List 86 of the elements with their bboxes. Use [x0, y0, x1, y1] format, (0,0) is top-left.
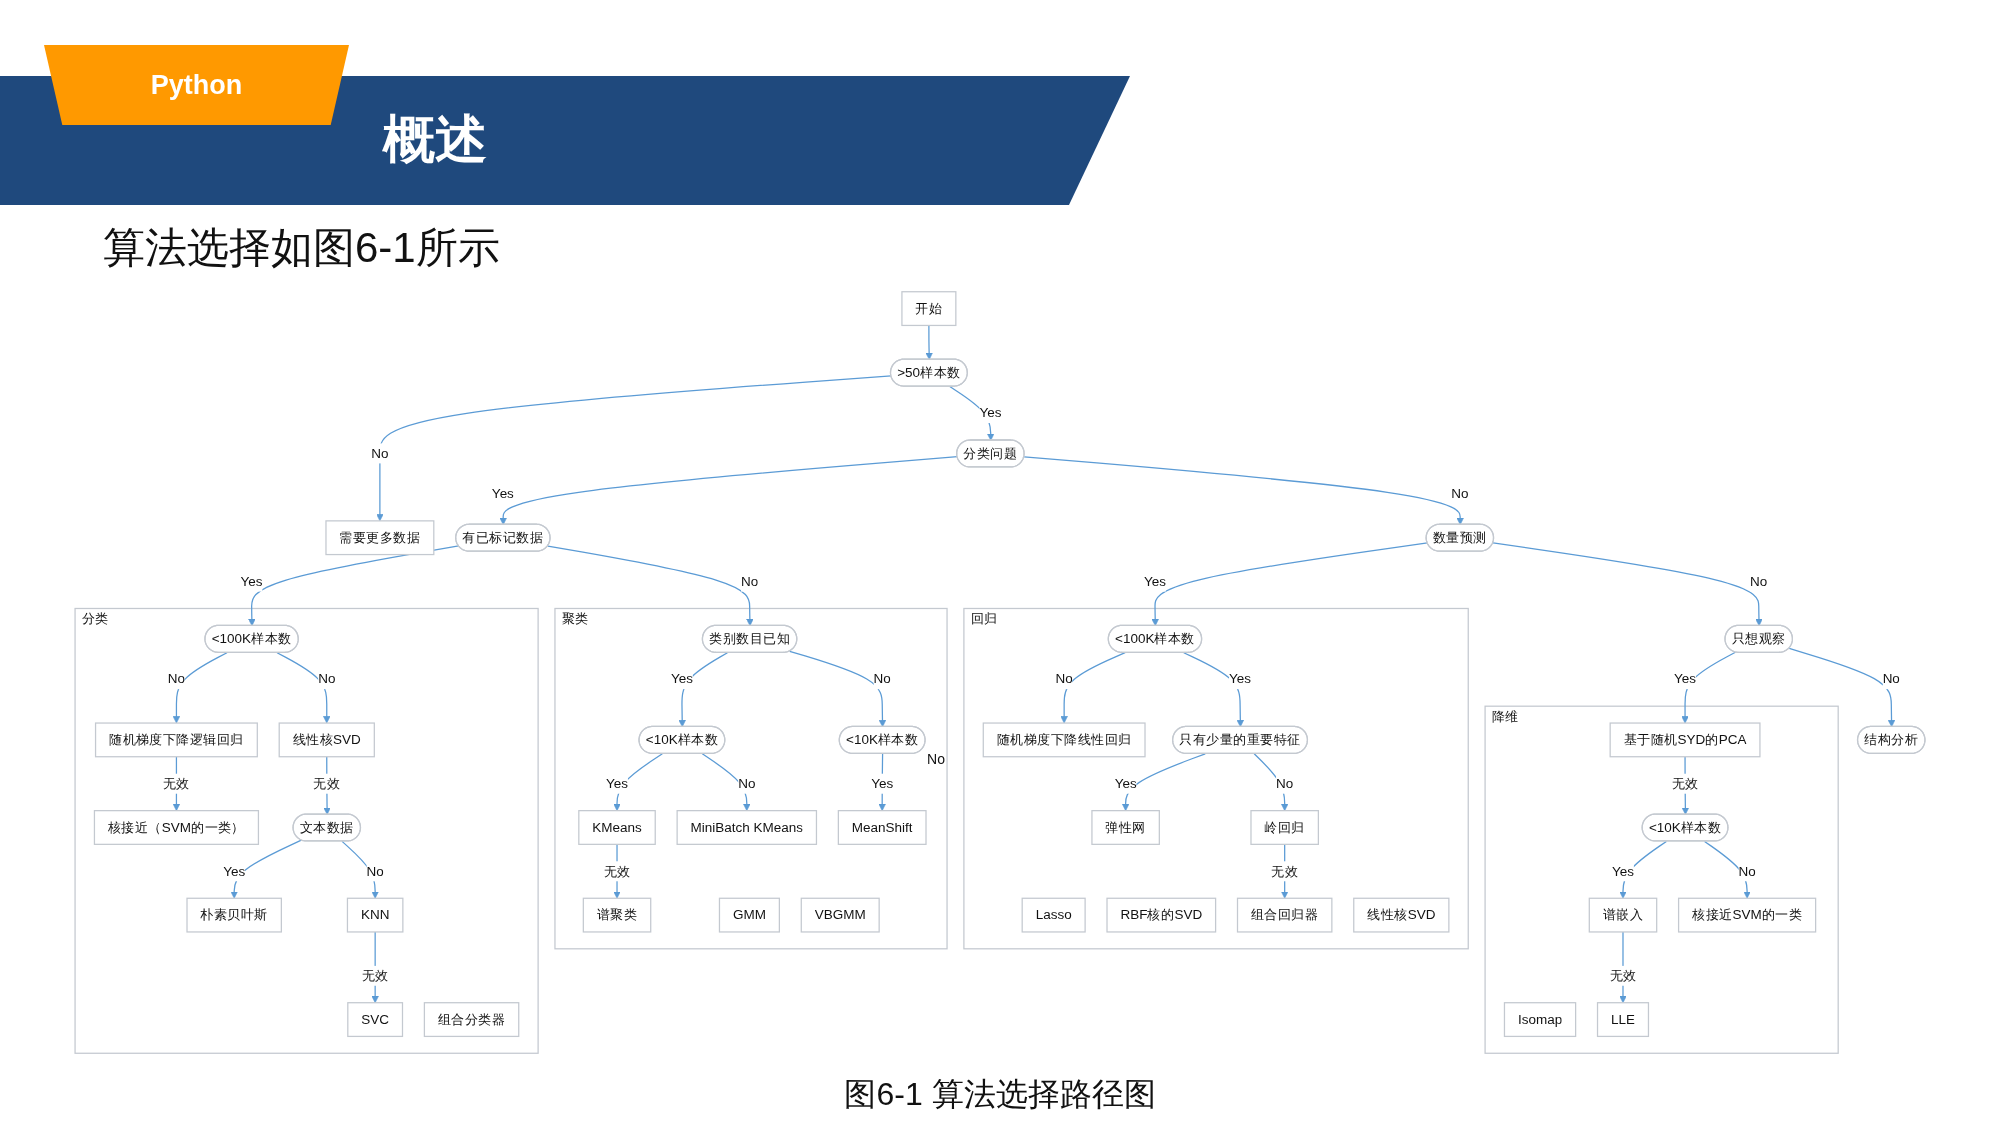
- edge-label: No: [738, 776, 756, 791]
- edge-label: Yes: [606, 776, 629, 791]
- edge-label: No: [167, 671, 186, 686]
- edge-label: No: [1750, 573, 1768, 589]
- edge-label: No: [1276, 776, 1294, 791]
- edge-label: No: [1882, 671, 1900, 686]
- edge-label: Yes: [1674, 671, 1697, 686]
- edge-label: Yes: [240, 573, 263, 589]
- arrow: [678, 652, 729, 728]
- node-box: GMM: [718, 897, 780, 933]
- arrow: [1703, 840, 1751, 899]
- node-box: 组合分类器: [423, 1002, 520, 1038]
- edge-label: 无效: [1271, 863, 1299, 879]
- edge-label: No: [873, 671, 891, 686]
- node-box: 谱嵌入: [1588, 897, 1658, 933]
- edge-label: 无效: [603, 863, 631, 879]
- node-box: 朴素贝叶斯: [186, 897, 282, 933]
- arrow: [1253, 753, 1289, 811]
- node-box: MiniBatch KMeans: [676, 810, 818, 845]
- node-box: 需要更多数据: [325, 520, 435, 556]
- arrow: [1492, 542, 1763, 627]
- node-box: 岭回归: [1250, 810, 1319, 845]
- arrow: [613, 753, 663, 811]
- edge-label: Yes: [871, 776, 894, 791]
- edge-label: 无效: [1609, 968, 1637, 983]
- arrow: [878, 753, 886, 811]
- edge-label: No: [371, 445, 389, 461]
- arrow: [1183, 652, 1244, 728]
- arrow: [1788, 647, 1896, 728]
- node-box: Lasso: [1021, 897, 1086, 933]
- arrow: [1681, 651, 1737, 724]
- node-box: 核接近（SVM的一类）: [93, 810, 260, 845]
- edge-label: 无效: [313, 776, 341, 791]
- edge-label: Yes: [1143, 573, 1166, 589]
- slide-title: 概述: [383, 109, 487, 170]
- edge-label: Yes: [223, 863, 246, 879]
- arrow: [230, 839, 302, 899]
- node-box: VBGMM: [800, 897, 880, 933]
- edge-label: No: [1451, 486, 1469, 501]
- node-box: Isomap: [1503, 1002, 1577, 1038]
- edge-label: Yes: [670, 671, 693, 686]
- arrow: [547, 545, 754, 627]
- edge-label: Yes: [1114, 776, 1137, 791]
- edge-label: 无效: [1671, 776, 1699, 791]
- node-box: LLE: [1596, 1002, 1650, 1038]
- node-box: KNN: [346, 897, 404, 933]
- node-box: RBF核的SVD: [1106, 897, 1217, 933]
- node-box: 谱聚类: [582, 897, 652, 933]
- node-box: 随机梯度下降线性回归: [982, 722, 1146, 758]
- node-box: 弹性网: [1091, 810, 1160, 845]
- edge-label: No: [318, 671, 336, 686]
- node-box: 线性核SVD: [1353, 897, 1450, 933]
- arrow: [1060, 652, 1126, 724]
- arrow: [341, 840, 379, 899]
- node-box: MeanShift: [837, 810, 927, 845]
- node-box: 线性核SVD: [278, 722, 375, 758]
- edge-label: No: [366, 863, 384, 879]
- edge-label: Yes: [491, 486, 514, 501]
- edge-label: No: [1738, 863, 1756, 879]
- arrow: [1619, 840, 1667, 899]
- edge-label: No: [1055, 671, 1073, 686]
- arrow: [276, 652, 331, 724]
- edge-label: 无效: [162, 776, 190, 791]
- node-box: SVC: [347, 1002, 404, 1038]
- arrow: [789, 650, 887, 728]
- note-text: No: [927, 751, 945, 768]
- node-box: 基于随机SYD的PCA: [1609, 722, 1761, 758]
- arrow: [172, 652, 228, 724]
- edge-label: Yes: [1612, 863, 1634, 879]
- node-box: 核接近SVM的一类: [1677, 897, 1817, 933]
- subtitle: 算法选择如图6-1所示: [103, 223, 500, 273]
- node-box: 随机梯度下降逻辑回归: [94, 722, 258, 758]
- edge-label: Yes: [1229, 671, 1252, 686]
- edge-label: No: [740, 573, 759, 589]
- figure-caption: 图6-1 算法选择路径图: [843, 1075, 1157, 1114]
- edge-label: 无效: [361, 968, 389, 983]
- edge-label: Yes: [979, 405, 1002, 420]
- node-box: KMeans: [578, 810, 656, 845]
- section-tab: Python: [44, 45, 349, 125]
- arrow: [1023, 456, 1464, 525]
- node-box: 开始: [901, 291, 957, 327]
- arrow: [701, 753, 751, 811]
- arrow: [925, 324, 933, 360]
- node-box: 组合回归器: [1236, 897, 1333, 933]
- arrow: [1121, 753, 1206, 811]
- arrow: [248, 545, 460, 627]
